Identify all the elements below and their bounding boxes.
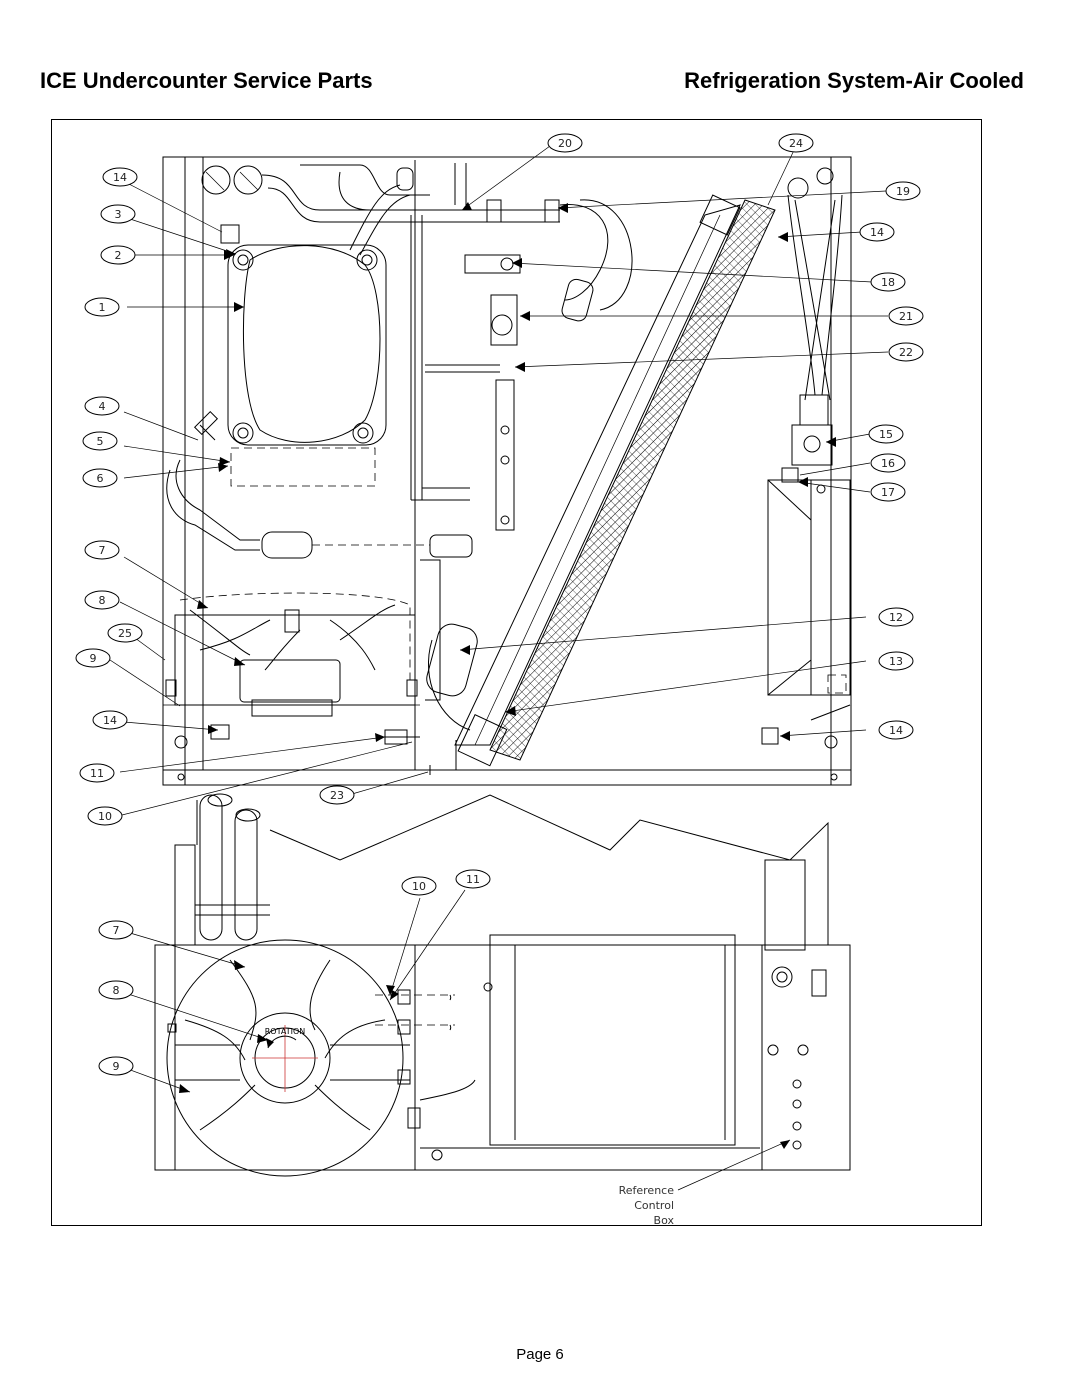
svg-text:7: 7: [99, 544, 106, 557]
lower-leaders: [124, 889, 791, 1191]
callout-11: 11: [79, 763, 115, 783]
callout-21: 21: [888, 306, 924, 326]
callout-11: 11: [455, 869, 491, 889]
svg-text:11: 11: [90, 767, 104, 780]
callout-12: 12: [878, 607, 914, 627]
svg-text:10: 10: [412, 880, 426, 893]
lower-arrowheads: [179, 960, 790, 1149]
callout-4: 4: [84, 396, 120, 416]
svg-text:12: 12: [889, 611, 903, 624]
svg-text:16: 16: [881, 457, 895, 470]
svg-text:5: 5: [97, 435, 104, 448]
svg-text:6: 6: [97, 472, 104, 485]
svg-text:2: 2: [115, 249, 122, 262]
svg-text:7: 7: [113, 924, 120, 937]
section-title: Refrigeration System-Air Cooled: [684, 68, 1024, 93]
callout-16: 16: [870, 453, 906, 473]
compressor: [193, 224, 387, 487]
mid-tubing: [166, 215, 521, 701]
reference-control-box-note: Reference Control Box: [619, 1184, 675, 1227]
callout-8: 8: [84, 590, 120, 610]
callout-7: 7: [84, 540, 120, 560]
callout-14: 14: [878, 720, 914, 740]
callout-9: 9: [98, 1056, 134, 1076]
callout-19: 19: [885, 181, 921, 201]
svg-text:14: 14: [889, 724, 903, 737]
svg-text:21: 21: [899, 310, 913, 323]
page-number: Page 6: [516, 1346, 564, 1363]
callout-24: 24: [778, 133, 814, 153]
svg-text:23: 23: [330, 789, 344, 802]
svg-text:17: 17: [881, 486, 895, 499]
callout-15: 15: [868, 424, 904, 444]
callouts-upper: 20 24 14 3 2 1 4 5 6 7 8 25 9 14 11 10 2…: [75, 133, 924, 826]
callout-23: 23: [319, 785, 355, 805]
svg-text:8: 8: [113, 984, 120, 997]
callout-25: 25: [107, 623, 143, 643]
note-line-2: Control: [634, 1199, 674, 1212]
svg-text:1: 1: [99, 301, 106, 314]
callout-13: 13: [878, 651, 914, 671]
callout-8: 8: [98, 980, 134, 1000]
svg-text:9: 9: [90, 652, 97, 665]
svg-text:8: 8: [99, 594, 106, 607]
callout-22: 22: [888, 342, 924, 362]
callout-9: 9: [75, 648, 111, 668]
callout-1: 1: [84, 297, 120, 317]
svg-text:19: 19: [896, 185, 910, 198]
callout-10: 10: [87, 806, 123, 826]
callout-17: 17: [870, 482, 906, 502]
svg-text:3: 3: [115, 208, 122, 221]
upper-arrowheads: [197, 202, 836, 742]
callout-14: 14: [102, 167, 138, 187]
callout-14: 14: [92, 710, 128, 730]
callout-10: 10: [401, 876, 437, 896]
svg-text:15: 15: [879, 428, 893, 441]
note-line-3: Box: [654, 1214, 675, 1227]
callout-20: 20: [547, 133, 583, 153]
page-title: ICE Undercounter Service Parts: [40, 68, 373, 93]
svg-text:14: 14: [113, 171, 127, 184]
condenser-coil: [426, 194, 776, 770]
svg-text:14: 14: [103, 714, 117, 727]
svg-text:11: 11: [466, 873, 480, 886]
svg-text:25: 25: [118, 627, 132, 640]
callouts-lower: 10 11 7 8 9: [98, 869, 491, 1076]
callout-2: 2: [100, 245, 136, 265]
svg-text:22: 22: [899, 346, 913, 359]
svg-text:10: 10: [98, 810, 112, 823]
lower-chassis: [154, 793, 851, 1171]
callout-7: 7: [98, 920, 134, 940]
svg-text:4: 4: [99, 400, 106, 413]
svg-text:18: 18: [881, 276, 895, 289]
callout-5: 5: [82, 431, 118, 451]
callout-18: 18: [870, 272, 906, 292]
diagram-frame: [51, 119, 982, 1226]
callout-6: 6: [82, 468, 118, 488]
right-side-parts: [761, 167, 851, 745]
top-tubing: [201, 163, 633, 322]
fan-upper: [165, 592, 431, 775]
callout-3: 3: [100, 204, 136, 224]
svg-text:20: 20: [558, 137, 572, 150]
callout-14: 14: [859, 222, 895, 242]
svg-text:14: 14: [870, 226, 884, 239]
rotation-label: ROTATION: [265, 1027, 306, 1036]
note-line-1: Reference: [619, 1184, 675, 1197]
svg-text:9: 9: [113, 1060, 120, 1073]
svg-text:24: 24: [789, 137, 803, 150]
svg-text:13: 13: [889, 655, 903, 668]
fan-lower: ROTATION: [154, 939, 476, 1177]
